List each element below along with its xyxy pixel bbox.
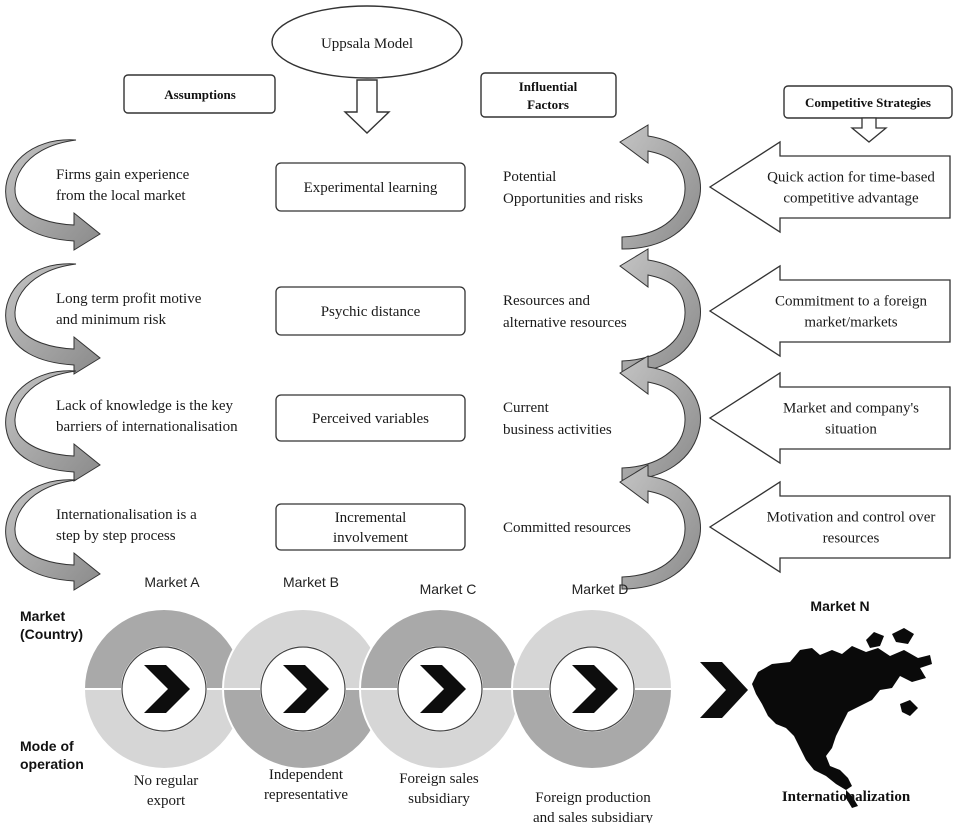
market-row-label-line1: Market [20,608,65,624]
curved-arrow-icon [5,139,101,251]
uppsala-model-node: Uppsala Model [271,5,463,79]
market-ring: Market C Foreign sales subsidiary [358,581,522,807]
assumption-text: from the local market [56,188,186,204]
curved-arrow-icon [619,464,701,590]
factor-text: Resources and [503,293,591,309]
mode-of-operation-text: Foreign production [535,790,651,806]
influential-factors-header: Influential Factors [480,72,617,118]
assumption-text: Long term profit motive [56,291,202,307]
assumptions-title: Assumptions [164,87,236,102]
down-arrow-icon [343,79,391,134]
assumptions-header: Assumptions [123,74,276,114]
assumption-text: Lack of knowledge is the key [56,398,234,414]
concept-box [275,286,466,336]
strategy-text: Quick action for time-based [767,170,935,186]
chevron-right-icon [283,665,329,713]
row-2: Long term profit motive and minimum risk P… [5,248,951,375]
curved-arrow-icon [5,263,101,375]
strategy-text: situation [825,422,877,438]
market-rings: Market A No regular export Market B Independ… [82,574,674,823]
chevron-right-icon [420,665,466,713]
curved-arrow-icon [619,248,701,374]
concept-label: Incremental [335,510,407,526]
concept-box [275,503,466,551]
row-3: Lack of knowledge is the key barriers of … [5,355,951,482]
assumption-text: step by step process [56,528,176,544]
mode-of-operation-text: subsidiary [408,791,470,807]
curved-arrow-icon [5,370,101,482]
chevron-right-icon [700,662,748,718]
concept-label: Psychic distance [321,304,421,320]
factor-text: Opportunities and risks [503,191,643,207]
factor-text: Current [503,400,550,416]
concept-label: Experimental learning [304,180,438,196]
curved-arrow-icon [619,124,701,250]
strategy-arrow-shape [708,480,951,574]
factor-text: business activities [503,422,612,438]
concept-label: Perceived variables [312,411,429,427]
market-ring: Market D Foreign production and sales subs… [510,581,674,823]
concept-box [275,162,466,212]
competitive-strategies-title: Competitive Strategies [805,95,931,110]
market-row-label-line2: (Country) [20,626,83,642]
down-arrow-icon [850,117,888,143]
strategy-text: competitive advantage [783,191,919,207]
factor-text: Committed resources [503,520,631,536]
north-america-map-icon [752,628,932,808]
mode-of-operation-text: representative [264,787,348,803]
assumption-text: and minimum risk [56,312,166,328]
mode-row-label-line1: Mode of [20,738,74,754]
strategy-text: Market and company's [783,401,919,417]
uppsala-model-label: Uppsala Model [321,36,413,52]
row-1: Firms gain experience from the local mark… [5,124,951,251]
mode-of-operation-text: and sales subsidiary [533,810,653,823]
market-ring: Market B Independent representative [221,574,385,803]
row-4: Internationalisation is a step by step pr… [5,464,951,591]
final-market-label: Market N [810,598,869,614]
strategy-text: resources [823,531,880,547]
assumption-text: barriers of internationalisation [56,419,238,435]
market-name: Market A [144,574,200,590]
mode-of-operation-text: No regular [134,773,199,789]
market-ring: Market A No regular export [82,574,246,809]
strategy-arrow-shape [708,140,951,234]
strategy-arrow-shape [708,371,951,465]
strategy-text: Commitment to a foreign [775,294,928,310]
market-name: Market C [420,581,477,597]
mode-of-operation-text: Foreign sales [399,771,479,787]
chevron-right-icon [572,665,618,713]
mode-row-label-line2: operation [20,756,84,772]
market-name: Market B [283,574,339,590]
mode-of-operation-text: Independent [269,767,344,783]
market-name: Market D [572,581,629,597]
curved-arrow-icon [5,479,101,591]
curved-arrow-icon [619,355,701,481]
factor-text: Potential [503,169,556,185]
competitive-strategies-header: Competitive Strategies [783,85,953,119]
mode-of-operation-text: export [147,793,186,809]
chevron-right-icon [144,665,190,713]
strategy-text: Motivation and control over [767,510,936,526]
internationalization-label: Internationalization [782,789,911,805]
assumption-text: Internationalisation is a [56,507,197,523]
concept-label: involvement [333,530,409,546]
assumption-text: Firms gain experience [56,167,190,183]
strategy-arrow-shape [708,264,951,358]
influential-factors-title-line2: Factors [527,97,569,112]
concept-box [275,394,466,442]
factor-text: alternative resources [503,315,627,331]
influential-factors-title-line1: Influential [519,79,578,94]
strategy-text: market/markets [804,315,897,331]
